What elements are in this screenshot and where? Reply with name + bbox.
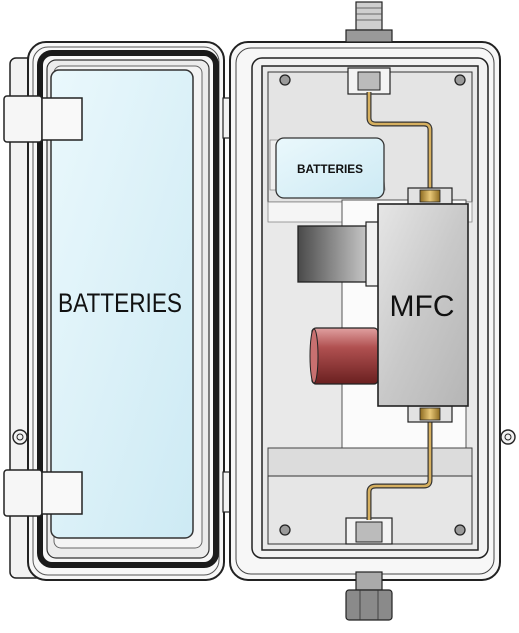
battery-pack: BATTERIES [50, 69, 194, 539]
hinge-top-left [3, 95, 43, 143]
small-battery-pack: BATTERIES [275, 137, 385, 199]
mass-flow-controller: MFC [377, 187, 469, 423]
latch-right [500, 429, 516, 445]
hinges [3, 95, 238, 517]
outlet-fitting [345, 517, 393, 621]
battery-label: BATTERIES [58, 288, 182, 318]
small-battery-label: BATTERIES [297, 162, 363, 176]
gray-cylinder [297, 221, 381, 287]
copper-cylinder [309, 327, 379, 385]
latch-left [12, 429, 28, 445]
gas-tubing [366, 92, 433, 520]
inlet-fitting [345, 1, 393, 95]
hinge-bottom-left [3, 469, 43, 517]
mfc-label: MFC [390, 290, 455, 323]
